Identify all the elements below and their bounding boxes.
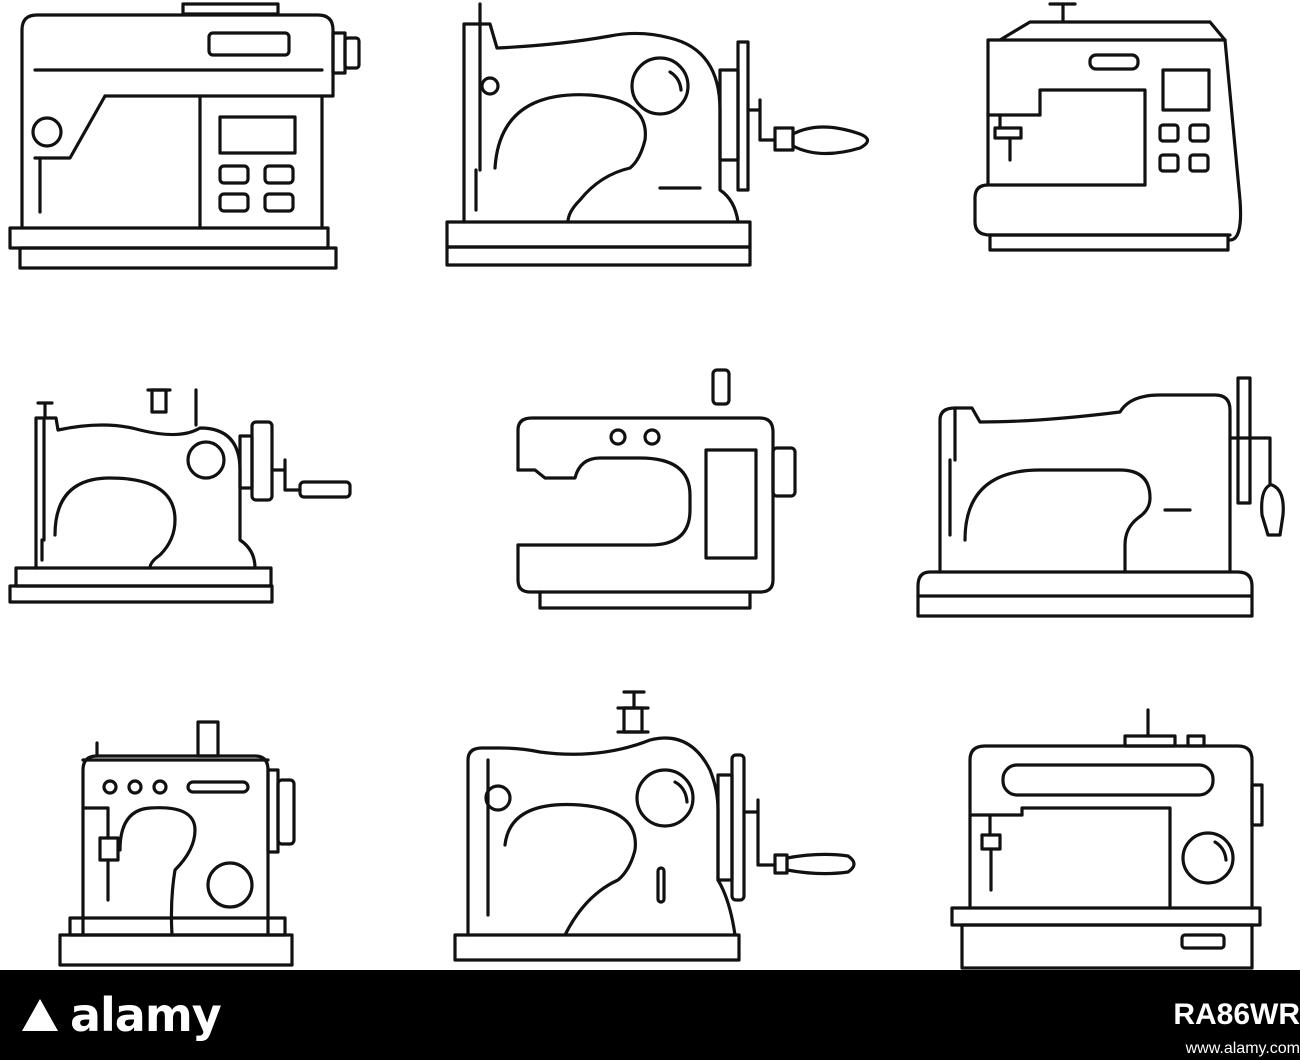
hand-crank-sewing-machine-icon [445,2,870,267]
alamy-logo[interactable]: alamy [22,970,222,1060]
computerized-sewing-machine-icon [8,2,361,270]
icon-grid [8,2,1285,970]
antique-sewing-machine-icon [453,690,856,962]
stock-image-id: RA86WR [1173,970,1300,1060]
industrial-sewing-machine-icon [916,376,1285,618]
modern-sewing-machine-icon [516,368,797,610]
retro-sewing-machine-icon [58,720,296,967]
logo-triangle-icon [22,999,58,1031]
sewing-machine-icons [8,2,1285,970]
domestic-sewing-machine-icon [950,708,1264,970]
stock-id-text: RA86WR [1173,998,1300,1031]
electronic-sewing-machine-icon [973,2,1243,252]
logo-text: alamy [70,988,222,1042]
footer-url[interactable]: www.alamy.com [1185,1040,1300,1057]
stock-footer-bar: alamy RA86WR www.alamy.com [0,970,1300,1060]
vintage-hand-crank-sewing-machine-icon [8,388,352,604]
